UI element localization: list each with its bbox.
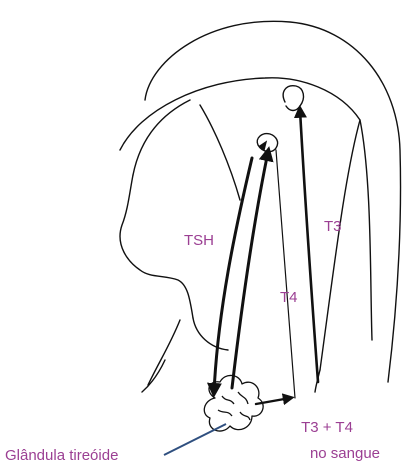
label-t4: T4 [280,289,298,306]
label-tsh: TSH [184,232,214,249]
hormone-arrows [214,110,318,404]
label-t3: T3 [324,218,342,235]
pituitary-gland [257,134,277,152]
t3-arrow [300,110,318,382]
label-glandula-tireoide: Glândula tireóide [5,447,118,464]
label-t3-t4: T3 + T4 [301,419,353,436]
label-no-sangue: no sangue [310,445,380,462]
head-outline [120,21,401,392]
thyroid-pointer-line [164,424,226,455]
t4-arrow [232,152,268,388]
